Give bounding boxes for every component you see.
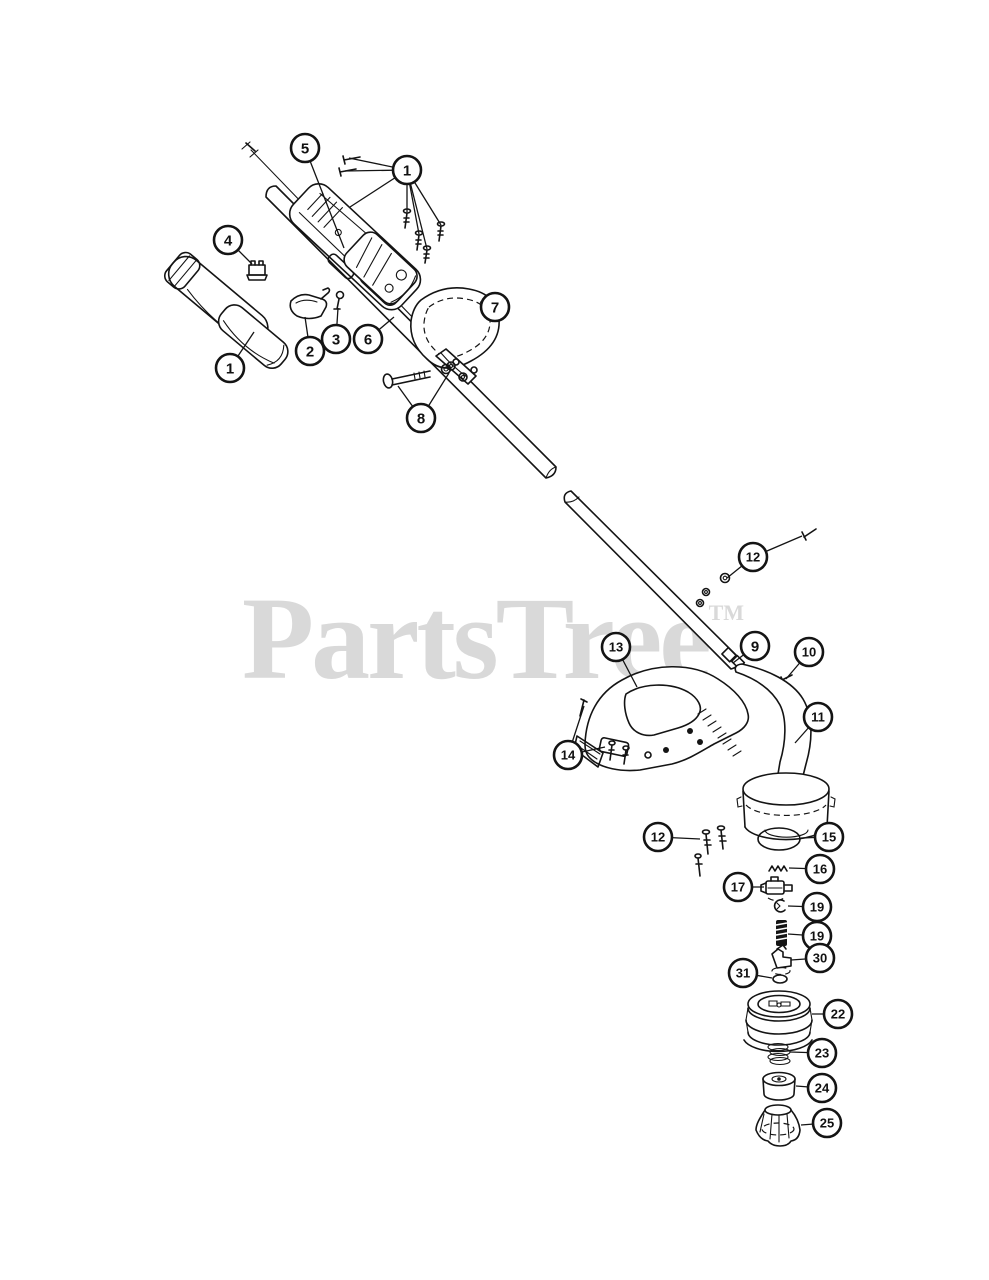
head-housing (734, 663, 836, 841)
callout-17[interactable]: 17 (722, 871, 764, 903)
shaft-tube-lower (563, 490, 740, 670)
svg-text:12: 12 (651, 830, 665, 845)
watermark-tm: TM (708, 600, 745, 625)
callout-30[interactable]: 30 (790, 942, 836, 974)
svg-text:23: 23 (815, 1046, 829, 1061)
svg-text:10: 10 (802, 645, 816, 660)
coil-16 (768, 865, 788, 872)
screw (422, 245, 432, 264)
callout-16[interactable]: 16 (788, 853, 836, 885)
spring-pin (333, 290, 345, 310)
svg-text:14: 14 (561, 748, 576, 763)
svg-text:1: 1 (403, 162, 411, 179)
svg-text:19: 19 (810, 900, 824, 915)
callout-15[interactable]: 15 (800, 821, 845, 853)
retainer-cup-24 (762, 1071, 796, 1101)
svg-text:16: 16 (813, 862, 827, 877)
shield-bracket-screws (579, 698, 630, 765)
svg-text:2: 2 (306, 343, 314, 360)
svg-text:1: 1 (226, 360, 234, 377)
svg-text:22: 22 (831, 1007, 845, 1022)
callout-31[interactable]: 31 (727, 957, 773, 989)
shield-screws (694, 825, 727, 877)
callout-14[interactable]: 14 (552, 705, 606, 771)
throttle-housing (288, 182, 422, 311)
coupler-hardware (695, 528, 817, 608)
callout-2[interactable]: 2 (294, 316, 326, 367)
callout-11[interactable]: 11 (794, 701, 834, 744)
svg-text:25: 25 (820, 1116, 834, 1131)
handle-bolt (382, 358, 460, 389)
svg-text:19: 19 (810, 929, 824, 944)
ring-15 (757, 827, 801, 851)
callout-3[interactable]: 3 (320, 307, 352, 355)
callout-10[interactable]: 10 (785, 636, 825, 680)
callout-1[interactable]: 1 (344, 154, 442, 250)
callout-25[interactable]: 25 (800, 1107, 843, 1139)
svg-text:3: 3 (332, 331, 340, 348)
j-handle (410, 287, 500, 385)
svg-text:24: 24 (815, 1081, 830, 1096)
clip-part (246, 260, 268, 281)
o-ring-31 (772, 974, 788, 984)
svg-text:11: 11 (811, 710, 825, 725)
callout-9[interactable]: 9 (732, 630, 771, 664)
callout-24[interactable]: 24 (795, 1072, 838, 1104)
throttle-trigger (289, 287, 331, 320)
callout-13[interactable]: 13 (600, 631, 638, 688)
e-ring-19 (773, 899, 786, 913)
callout-12[interactable]: 12 (642, 821, 701, 853)
screw (402, 208, 412, 229)
svg-text:6: 6 (364, 331, 372, 348)
callout-6[interactable]: 6 (352, 316, 395, 355)
callout-1[interactable]: 1 (214, 331, 255, 384)
callout-8[interactable]: 8 (397, 372, 450, 434)
svg-text:9: 9 (751, 638, 759, 655)
screw (436, 221, 446, 242)
callout-22[interactable]: 22 (812, 998, 854, 1030)
shield (573, 665, 750, 772)
spool-22 (743, 990, 813, 1053)
spring-23 (767, 1042, 791, 1066)
rear-handle (163, 251, 289, 370)
callout-5[interactable]: 5 (289, 132, 345, 249)
svg-text:8: 8 (417, 410, 425, 427)
svg-text:17: 17 (731, 880, 745, 895)
retainer-17 (760, 876, 793, 902)
svg-text:7: 7 (491, 299, 499, 316)
callout-4[interactable]: 4 (212, 224, 253, 265)
adapter-30 (771, 944, 792, 976)
callout-7[interactable]: 7 (479, 291, 511, 323)
svg-text:4: 4 (224, 232, 233, 249)
housing-screws (338, 155, 446, 264)
svg-text:5: 5 (301, 140, 309, 157)
callout-12[interactable]: 12 (726, 535, 803, 579)
svg-text:15: 15 (822, 830, 836, 845)
svg-text:30: 30 (813, 951, 827, 966)
spring-19 (775, 920, 788, 946)
bump-knob-25 (755, 1104, 801, 1147)
svg-text:13: 13 (609, 640, 623, 655)
callout-23[interactable]: 23 (789, 1037, 838, 1069)
svg-text:31: 31 (736, 966, 750, 981)
callout-19[interactable]: 19 (787, 891, 833, 923)
svg-text:12: 12 (746, 550, 760, 565)
